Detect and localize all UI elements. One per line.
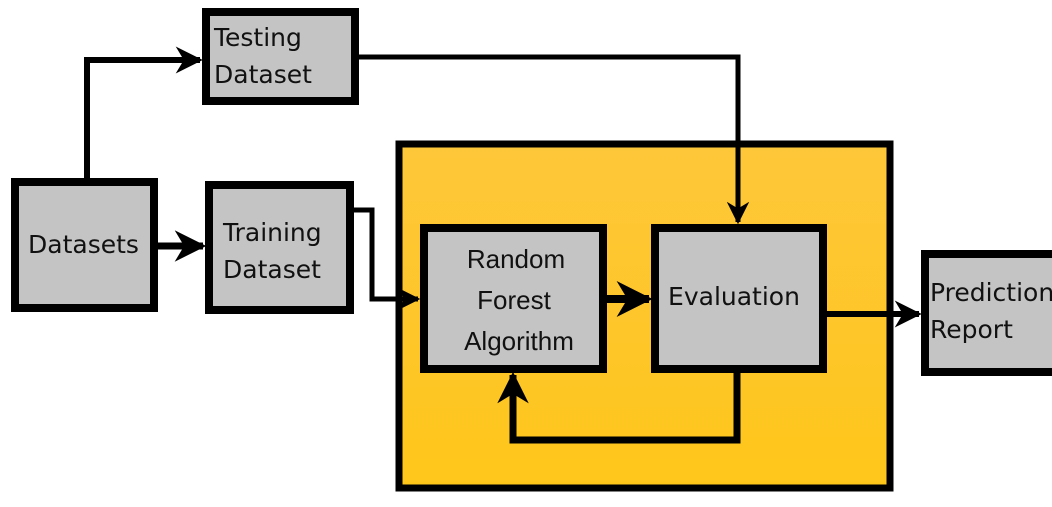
arrow-testing-to-evaluation bbox=[359, 54, 750, 225]
rf-label-3: Algorithm bbox=[464, 326, 574, 356]
node-prediction-report bbox=[921, 250, 1052, 376]
training-label-2: Dataset bbox=[223, 255, 321, 284]
arrow-datasets-to-testing bbox=[84, 46, 203, 178]
node-random-forest bbox=[420, 224, 607, 373]
training-label-1: Training bbox=[222, 218, 322, 247]
arrow-training-to-rf bbox=[354, 207, 421, 311]
node-datasets bbox=[11, 178, 158, 312]
arrow-evaluation-feedback-to-rf bbox=[497, 371, 741, 444]
rf-label-2: Forest bbox=[477, 285, 551, 315]
node-testing-dataset bbox=[202, 8, 359, 105]
testing-label-2: Dataset bbox=[214, 60, 312, 89]
prediction-label-2: Report bbox=[930, 315, 1013, 344]
datasets-label: Datasets bbox=[28, 230, 139, 259]
rf-label-1: Random bbox=[467, 244, 565, 274]
node-evaluation bbox=[651, 224, 827, 373]
testing-label-1: Testing bbox=[213, 23, 302, 52]
prediction-label-1: Prediction bbox=[930, 278, 1052, 307]
evaluation-label: Evaluation bbox=[668, 282, 800, 311]
node-training-dataset bbox=[205, 181, 354, 314]
